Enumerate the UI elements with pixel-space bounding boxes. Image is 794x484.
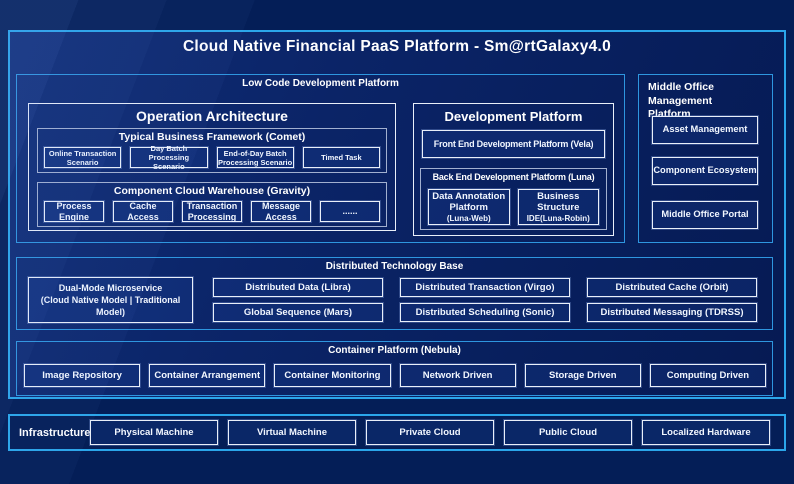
infrastructure-item-box: Public Cloud xyxy=(504,420,632,445)
low-code-title: Low Code Development Platform xyxy=(242,78,399,89)
distributed-item-box: Distributed Transaction (Virgo) xyxy=(400,278,570,297)
backend-item-box: Data Annotation Platform (Luna-Web) xyxy=(428,189,510,225)
box-back-end-platform: Back End Development Platform (Luna) Dat… xyxy=(420,168,607,230)
infrastructure-item-box: Physical Machine xyxy=(90,420,218,445)
backend-item-sublabel: IDE(Luna-Robin) xyxy=(526,213,590,223)
section-infrastructure: Infrastructure Physical Machine Virtual … xyxy=(8,414,786,451)
platform-frame: Cloud Native Financial PaaS Platform - S… xyxy=(8,30,786,399)
infrastructure-item-box: Private Cloud xyxy=(366,420,494,445)
distributed-title: Distributed Technology Base xyxy=(325,261,464,272)
gravity-item-box: ...... xyxy=(320,201,380,222)
gravity-title: Component Cloud Warehouse (Gravity) xyxy=(113,185,311,197)
box-development-platform: Development Platform Front End Developme… xyxy=(413,103,614,236)
infrastructure-items-row: Physical Machine Virtual Machine Private… xyxy=(90,420,770,445)
distributed-item-box: Distributed Cache (Orbit) xyxy=(587,278,757,297)
box-operation-architecture: Operation Architecture Typical Business … xyxy=(28,103,396,231)
infrastructure-item-box: Virtual Machine xyxy=(228,420,356,445)
infrastructure-item-box: Localized Hardware xyxy=(642,420,770,445)
comet-item-box: Online Transaction Scenario xyxy=(44,147,122,168)
box-typical-business-framework: Typical Business Framework (Comet) Onlin… xyxy=(37,128,387,173)
container-item-box: Image Repository xyxy=(24,364,141,387)
backend-item-sublabel: (Luna-Web) xyxy=(446,213,491,223)
middle-office-item-box: Middle Office Portal xyxy=(652,201,758,229)
page-title: Cloud Native Financial PaaS Platform - S… xyxy=(182,38,612,55)
comet-item-box: End-of-Day Batch Processing Scenario xyxy=(216,147,294,168)
box-component-cloud-warehouse: Component Cloud Warehouse (Gravity) Proc… xyxy=(37,182,387,227)
container-item-box: Container Monitoring xyxy=(274,364,391,387)
section-low-code-platform: Low Code Development Platform Operation … xyxy=(16,74,625,243)
development-platform-title: Development Platform xyxy=(444,109,583,124)
dual-mode-microservice-box: Dual-Mode Microservice (Cloud Native Mod… xyxy=(28,277,193,323)
container-item-box: Storage Driven xyxy=(524,364,641,387)
back-end-items-row: Data Annotation Platform (Luna-Web) Busi… xyxy=(428,189,599,225)
container-item-box: Computing Driven xyxy=(649,364,767,387)
back-end-platform-title: Back End Development Platform (Luna) xyxy=(432,172,595,182)
distributed-item-box: Distributed Scheduling (Sonic) xyxy=(400,303,570,322)
gravity-items-row: Process Engine Cache Access Transaction … xyxy=(44,201,380,222)
middle-office-item-box: Component Ecosystem xyxy=(652,157,758,185)
gravity-item-box: Cache Access xyxy=(113,201,173,222)
distributed-items-grid: Distributed Data (Libra) Distributed Tra… xyxy=(213,278,757,322)
section-distributed-technology-base: Distributed Technology Base Dual-Mode Mi… xyxy=(16,257,773,330)
distributed-item-box: Distributed Data (Libra) xyxy=(213,278,383,297)
comet-title: Typical Business Framework (Comet) xyxy=(118,131,306,143)
infrastructure-label: Infrastructure xyxy=(19,426,91,439)
backend-item-label: Business Structure xyxy=(537,190,580,214)
comet-item-box: Timed Task xyxy=(302,147,380,168)
distributed-item-box: Global Sequence (Mars) xyxy=(213,303,383,322)
gravity-item-box: Transaction Processing xyxy=(182,201,242,222)
distributed-item-box: Distributed Messaging (TDRSS) xyxy=(587,303,757,322)
section-middle-office: Middle Office Management Platform Asset … xyxy=(638,74,773,243)
container-platform-title: Container Platform (Nebula) xyxy=(328,345,461,356)
gravity-item-box: Process Engine xyxy=(44,201,104,222)
middle-office-item-box: Asset Management xyxy=(652,116,758,144)
front-end-platform-box: Front End Development Platform (Vela) xyxy=(422,130,605,158)
backend-item-label: Data Annotation Platform xyxy=(432,190,506,214)
container-item-box: Network Driven xyxy=(399,364,516,387)
comet-items-row: Online Transaction Scenario Day Batch Pr… xyxy=(44,144,380,171)
operation-architecture-title: Operation Architecture xyxy=(136,108,288,124)
backend-item-box: Business Structure IDE(Luna-Robin) xyxy=(517,189,599,225)
middle-office-title: Middle Office Management Platform xyxy=(648,81,714,121)
container-items-row: Image Repository Container Arrangement C… xyxy=(24,364,767,387)
comet-item-box: Day Batch Processing Scenario xyxy=(130,144,208,171)
container-item-box: Container Arrangement xyxy=(149,364,266,387)
section-container-platform: Container Platform (Nebula) Image Reposi… xyxy=(16,341,773,396)
gravity-item-box: Message Access xyxy=(251,201,311,222)
